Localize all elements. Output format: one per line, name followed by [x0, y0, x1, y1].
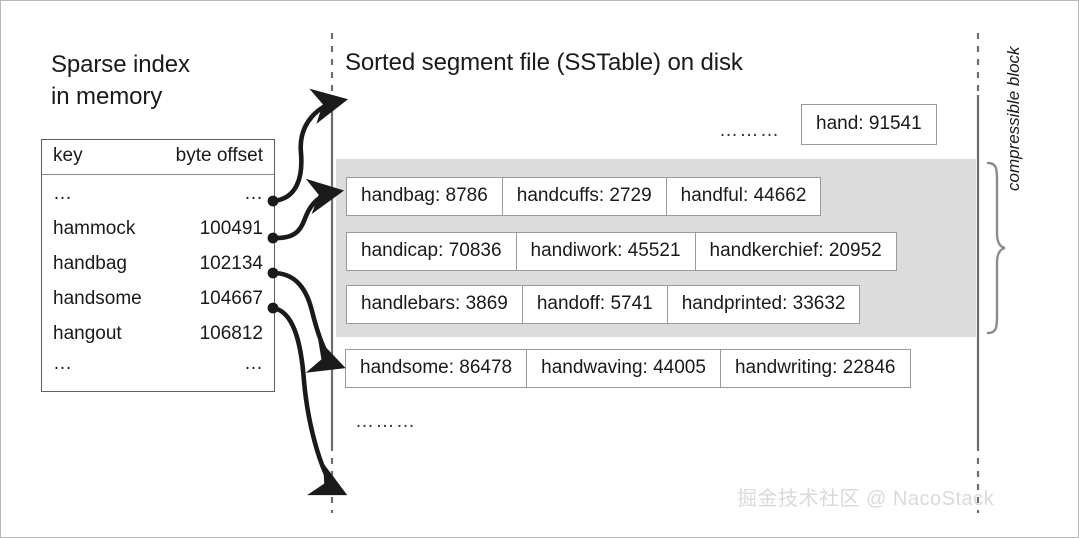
watermark: 掘金技术社区 @ NacoStack — [737, 488, 995, 510]
sstable-entry: handiwork: 45521 — [515, 232, 696, 271]
sstable-entry: handprinted: 33632 — [666, 285, 861, 324]
row-offset: 102134 — [199, 253, 263, 274]
row-key: handbag — [53, 253, 127, 274]
table-row: hangout 106812 — [53, 316, 263, 351]
sstable-title: Sorted segment file (SSTable) on disk — [345, 49, 743, 76]
sstable-entry: handbag: 8786 — [346, 177, 503, 216]
row-offset: 104667 — [199, 288, 263, 309]
arrow-handbag-to-row — [270, 178, 345, 241]
sparse-index-title-line2: in memory — [51, 82, 163, 110]
row-key: hangout — [53, 323, 122, 344]
table-row: handsome 104667 — [53, 281, 263, 316]
arrow-hangout-to-file-bottom — [270, 305, 348, 496]
sstable-entry: handkerchief: 20952 — [694, 232, 897, 271]
sstable-entry: handsome: 86478 — [345, 349, 528, 388]
sparse-index-title-line1: Sparse index — [51, 51, 190, 78]
table-row: … … — [53, 181, 263, 211]
row-offset: 106812 — [199, 323, 263, 344]
row-key: … — [53, 353, 72, 374]
table-row: … … — [53, 351, 263, 381]
table-header-row: key byte offset — [42, 140, 274, 175]
row-offset: … — [244, 353, 263, 374]
sstable-bottom-ellipsis: ……… — [355, 411, 417, 432]
arrow-handsome-to-row — [270, 270, 346, 373]
sstable-entry: handoff: 5741 — [521, 285, 668, 324]
table-row: handbag 102134 — [53, 246, 263, 281]
sstable-entry: handicap: 70836 — [346, 232, 517, 271]
sstable-entry-row: handicap: 70836 handiwork: 45521 handker… — [346, 232, 897, 271]
column-header-key: key — [53, 145, 83, 166]
compressible-block-label: compressible block — [1004, 46, 1023, 191]
sstable-entry: hand: 91541 — [801, 104, 937, 145]
sstable-top-ellipsis: ……… — [719, 120, 781, 141]
row-key: … — [53, 183, 72, 204]
sparse-index-title: Sparse index in memory — [51, 49, 311, 112]
sstable-entry: handful: 44662 — [665, 177, 822, 216]
sstable-entry: handwaving: 44005 — [526, 349, 721, 388]
table-row: hammock 100491 — [53, 211, 263, 246]
row-key: hammock — [53, 218, 136, 239]
row-offset: … — [244, 183, 263, 204]
compressible-block-brace — [986, 161, 1006, 335]
sstable-entry-row: handsome: 86478 handwaving: 44005 handwr… — [345, 349, 911, 388]
sstable-entry: handlebars: 3869 — [346, 285, 523, 324]
sstable-entry-row: handlebars: 3869 handoff: 5741 handprint… — [346, 285, 861, 324]
sstable-entry: handcuffs: 2729 — [501, 177, 667, 216]
sparse-index-table: key byte offset … … hammock 100491 handb… — [41, 139, 275, 392]
row-offset: 100491 — [199, 218, 263, 239]
sstable-entry-row-top: hand: 91541 — [801, 104, 937, 145]
arrow-hammock-to-file-top — [270, 88, 349, 204]
sstable-entry: handwriting: 22846 — [719, 349, 911, 388]
table-body: … … hammock 100491 handbag 102134 handso… — [42, 175, 274, 391]
column-header-byte-offset: byte offset — [175, 145, 263, 166]
sstable-entry-row: handbag: 8786 handcuffs: 2729 handful: 4… — [346, 177, 822, 216]
row-key: handsome — [53, 288, 142, 309]
